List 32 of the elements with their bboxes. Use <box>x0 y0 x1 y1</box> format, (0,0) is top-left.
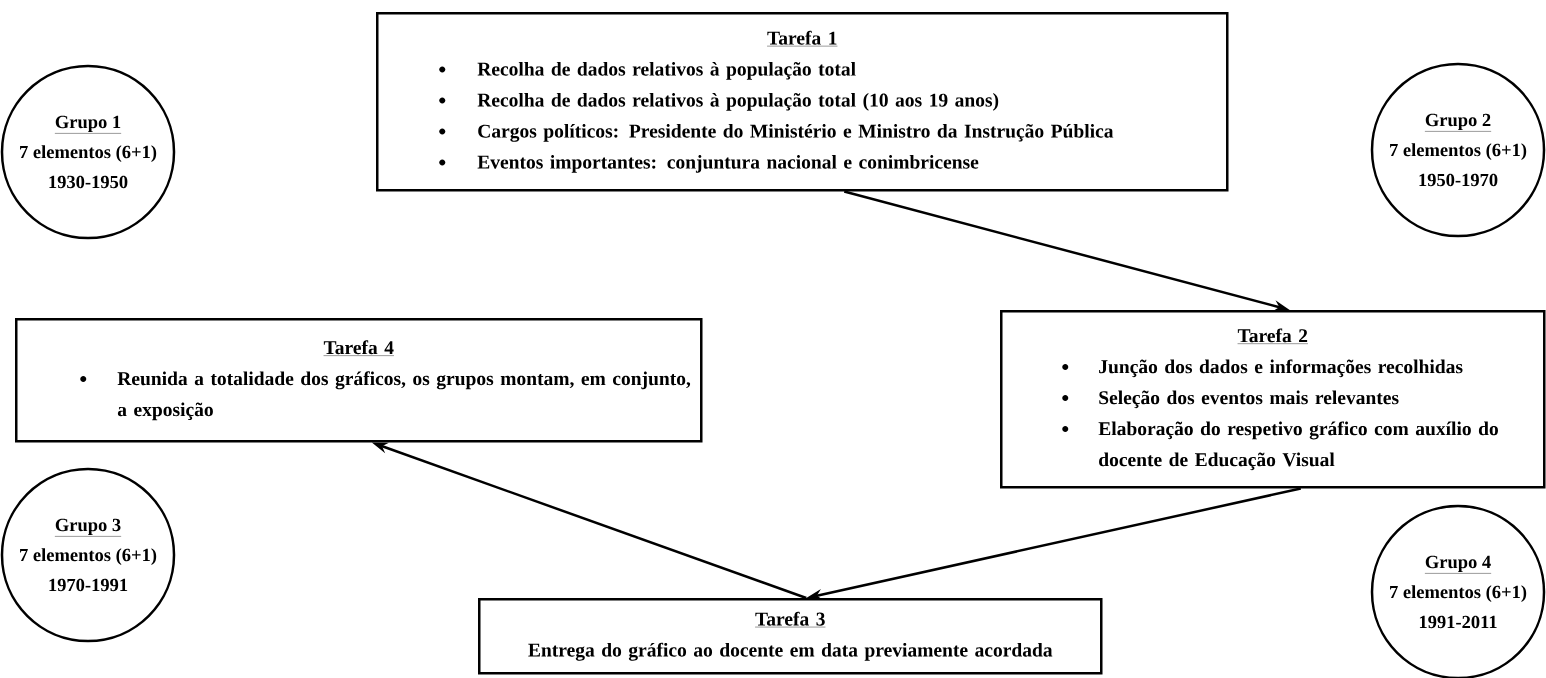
group-info: 1930-1950 <box>49 175 128 189</box>
task-box <box>478 598 1103 675</box>
bullet-item: Junção dos dados e informações recolhidas <box>1099 359 1463 378</box>
group-circle <box>0 467 176 643</box>
bullet-item: Reunida a totalidade dos gráficos, os grupos montam, em conjunto, a exposição <box>117 371 691 421</box>
task-title: Tarefa 4 <box>323 340 395 356</box>
group-circle <box>0 64 176 240</box>
task-box <box>15 318 703 443</box>
group-info: 7 elementos (6+1) <box>20 145 157 162</box>
group-title: Grupo 2 <box>1424 113 1492 132</box>
bullet-item: Recolha de dados relativos à população total <box>477 61 856 80</box>
bullet-item: Eventos importantes: conjuntura nacional e conimbricense <box>477 155 979 173</box>
task-box <box>376 12 1229 192</box>
group-info: 1970-1991 <box>49 578 128 592</box>
task-box <box>1000 310 1546 489</box>
task-title: Tarefa 3 <box>754 611 826 628</box>
group-circle <box>1370 62 1546 238</box>
group-info: 7 elementos (6+1) <box>1390 143 1527 160</box>
group-info: 7 elementos (6+1) <box>20 548 157 565</box>
group-title: Grupo 1 <box>54 115 122 134</box>
group-info: 1991-2011 <box>1419 615 1497 629</box>
bullet-item: Elaboração do respetivo gráfico com auxílio do docente de Educação Visual <box>1098 421 1498 471</box>
task-title: Tarefa 2 <box>1237 328 1309 344</box>
group-info: 7 elementos (6+1) <box>1390 585 1527 602</box>
bullet-item: Recolha de dados relativos à população total (10 aos 19 anos) <box>477 92 999 111</box>
group-title: Grupo 4 <box>1424 555 1492 574</box>
task-text: Entrega do gráfico ao docente em data previamente acordada <box>528 642 1053 661</box>
group-title: Grupo 3 <box>54 518 122 537</box>
bullet-item: Cargos políticos: Presidente do Ministério e Ministro da Instrução Pública <box>478 123 1114 142</box>
task-title: Tarefa 1 <box>766 30 838 47</box>
bullet-item: Seleção dos eventos mais relevantes <box>1099 390 1399 409</box>
group-info: 1950-1970 <box>1419 173 1498 187</box>
